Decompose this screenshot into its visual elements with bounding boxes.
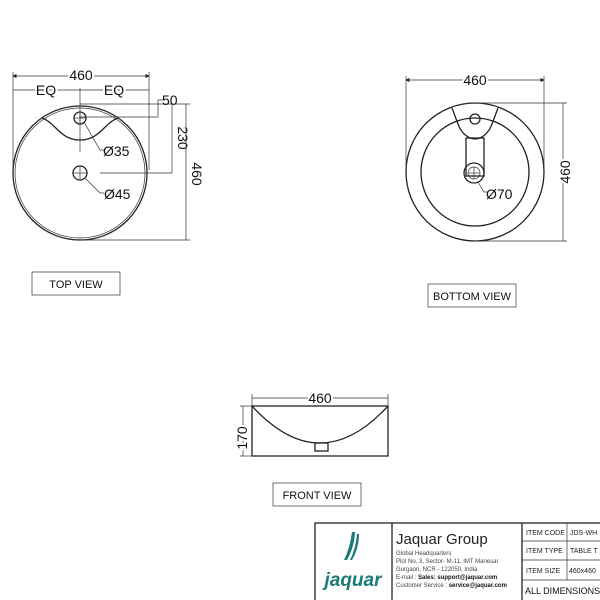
email-label: E-mail : — [396, 575, 418, 581]
eq-left: EQ — [36, 82, 56, 98]
top-view: 460 EQ EQ 50 230 460 Ø35 Ø45 TOP VIEW — [12, 65, 207, 296]
title-block: jaquar Jaquar Group Global Headquarters … — [314, 522, 600, 600]
bottom-width-dim: 460 — [463, 72, 487, 88]
top-width-dim: 460 — [69, 67, 93, 83]
bottom-view-label: BOTTOM VIEW — [433, 291, 512, 303]
bottom-drain — [463, 162, 485, 184]
item-size-label: ITEM SIZE — [526, 568, 561, 575]
eq-right: EQ — [104, 82, 124, 98]
front-view-label: FRONT VIEW — [283, 490, 352, 502]
service-value[interactable]: service@jaquar.com — [449, 583, 507, 589]
tap-hole-dim: Ø35 — [103, 143, 130, 159]
top-height-dim: 460 — [189, 162, 205, 186]
bottom-view: 460 460 Ø70 BOTTOM VIEW — [405, 70, 575, 308]
service-label: Customer Service : — [396, 583, 449, 589]
svg-text:Customer Service : service@jaq: Customer Service : service@jaquar.com — [396, 583, 507, 589]
jaquar-logo: jaquar — [321, 532, 383, 591]
front-height-dim: 170 — [234, 426, 250, 450]
dimensions-note: ALL DIMENSIONS — [525, 586, 600, 596]
offset-dim: 50 — [162, 92, 178, 108]
bottom-inner-bowl — [420, 117, 530, 227]
drain-dim: Ø45 — [104, 186, 131, 202]
svg-text:E-mail : Sales: support@jaquar: E-mail : Sales: support@jaquar.com — [396, 575, 497, 581]
item-code-value: JDS-WH — [570, 530, 597, 537]
item-size-value: 460x460 — [569, 568, 596, 575]
item-code-label: ITEM CODE — [526, 530, 565, 537]
front-outline — [251, 405, 389, 457]
email-value[interactable]: Sales: support@jaquar.com — [418, 575, 497, 581]
address-line-1: Global Headquarters — [396, 551, 451, 557]
bottom-height-dim: 460 — [557, 160, 573, 184]
front-view: 460 170 FRONT VIEW — [232, 388, 389, 507]
address-line-2: Plot No. 3, Sector- M-11, IMT Manesar — [396, 559, 498, 565]
center-dim: 230 — [175, 126, 191, 150]
item-type-value: TABLE T — [570, 548, 598, 555]
top-view-label: TOP VIEW — [49, 279, 103, 291]
front-width-dim: 460 — [308, 390, 332, 406]
address-line-3: Gurgaon, NCR - 122050, India — [396, 567, 478, 573]
logo-text: jaquar — [321, 570, 383, 591]
bottom-drain-dim: Ø70 — [486, 186, 513, 202]
item-type-label: ITEM TYPE — [526, 548, 563, 555]
brand-name: Jaquar Group — [396, 531, 488, 548]
